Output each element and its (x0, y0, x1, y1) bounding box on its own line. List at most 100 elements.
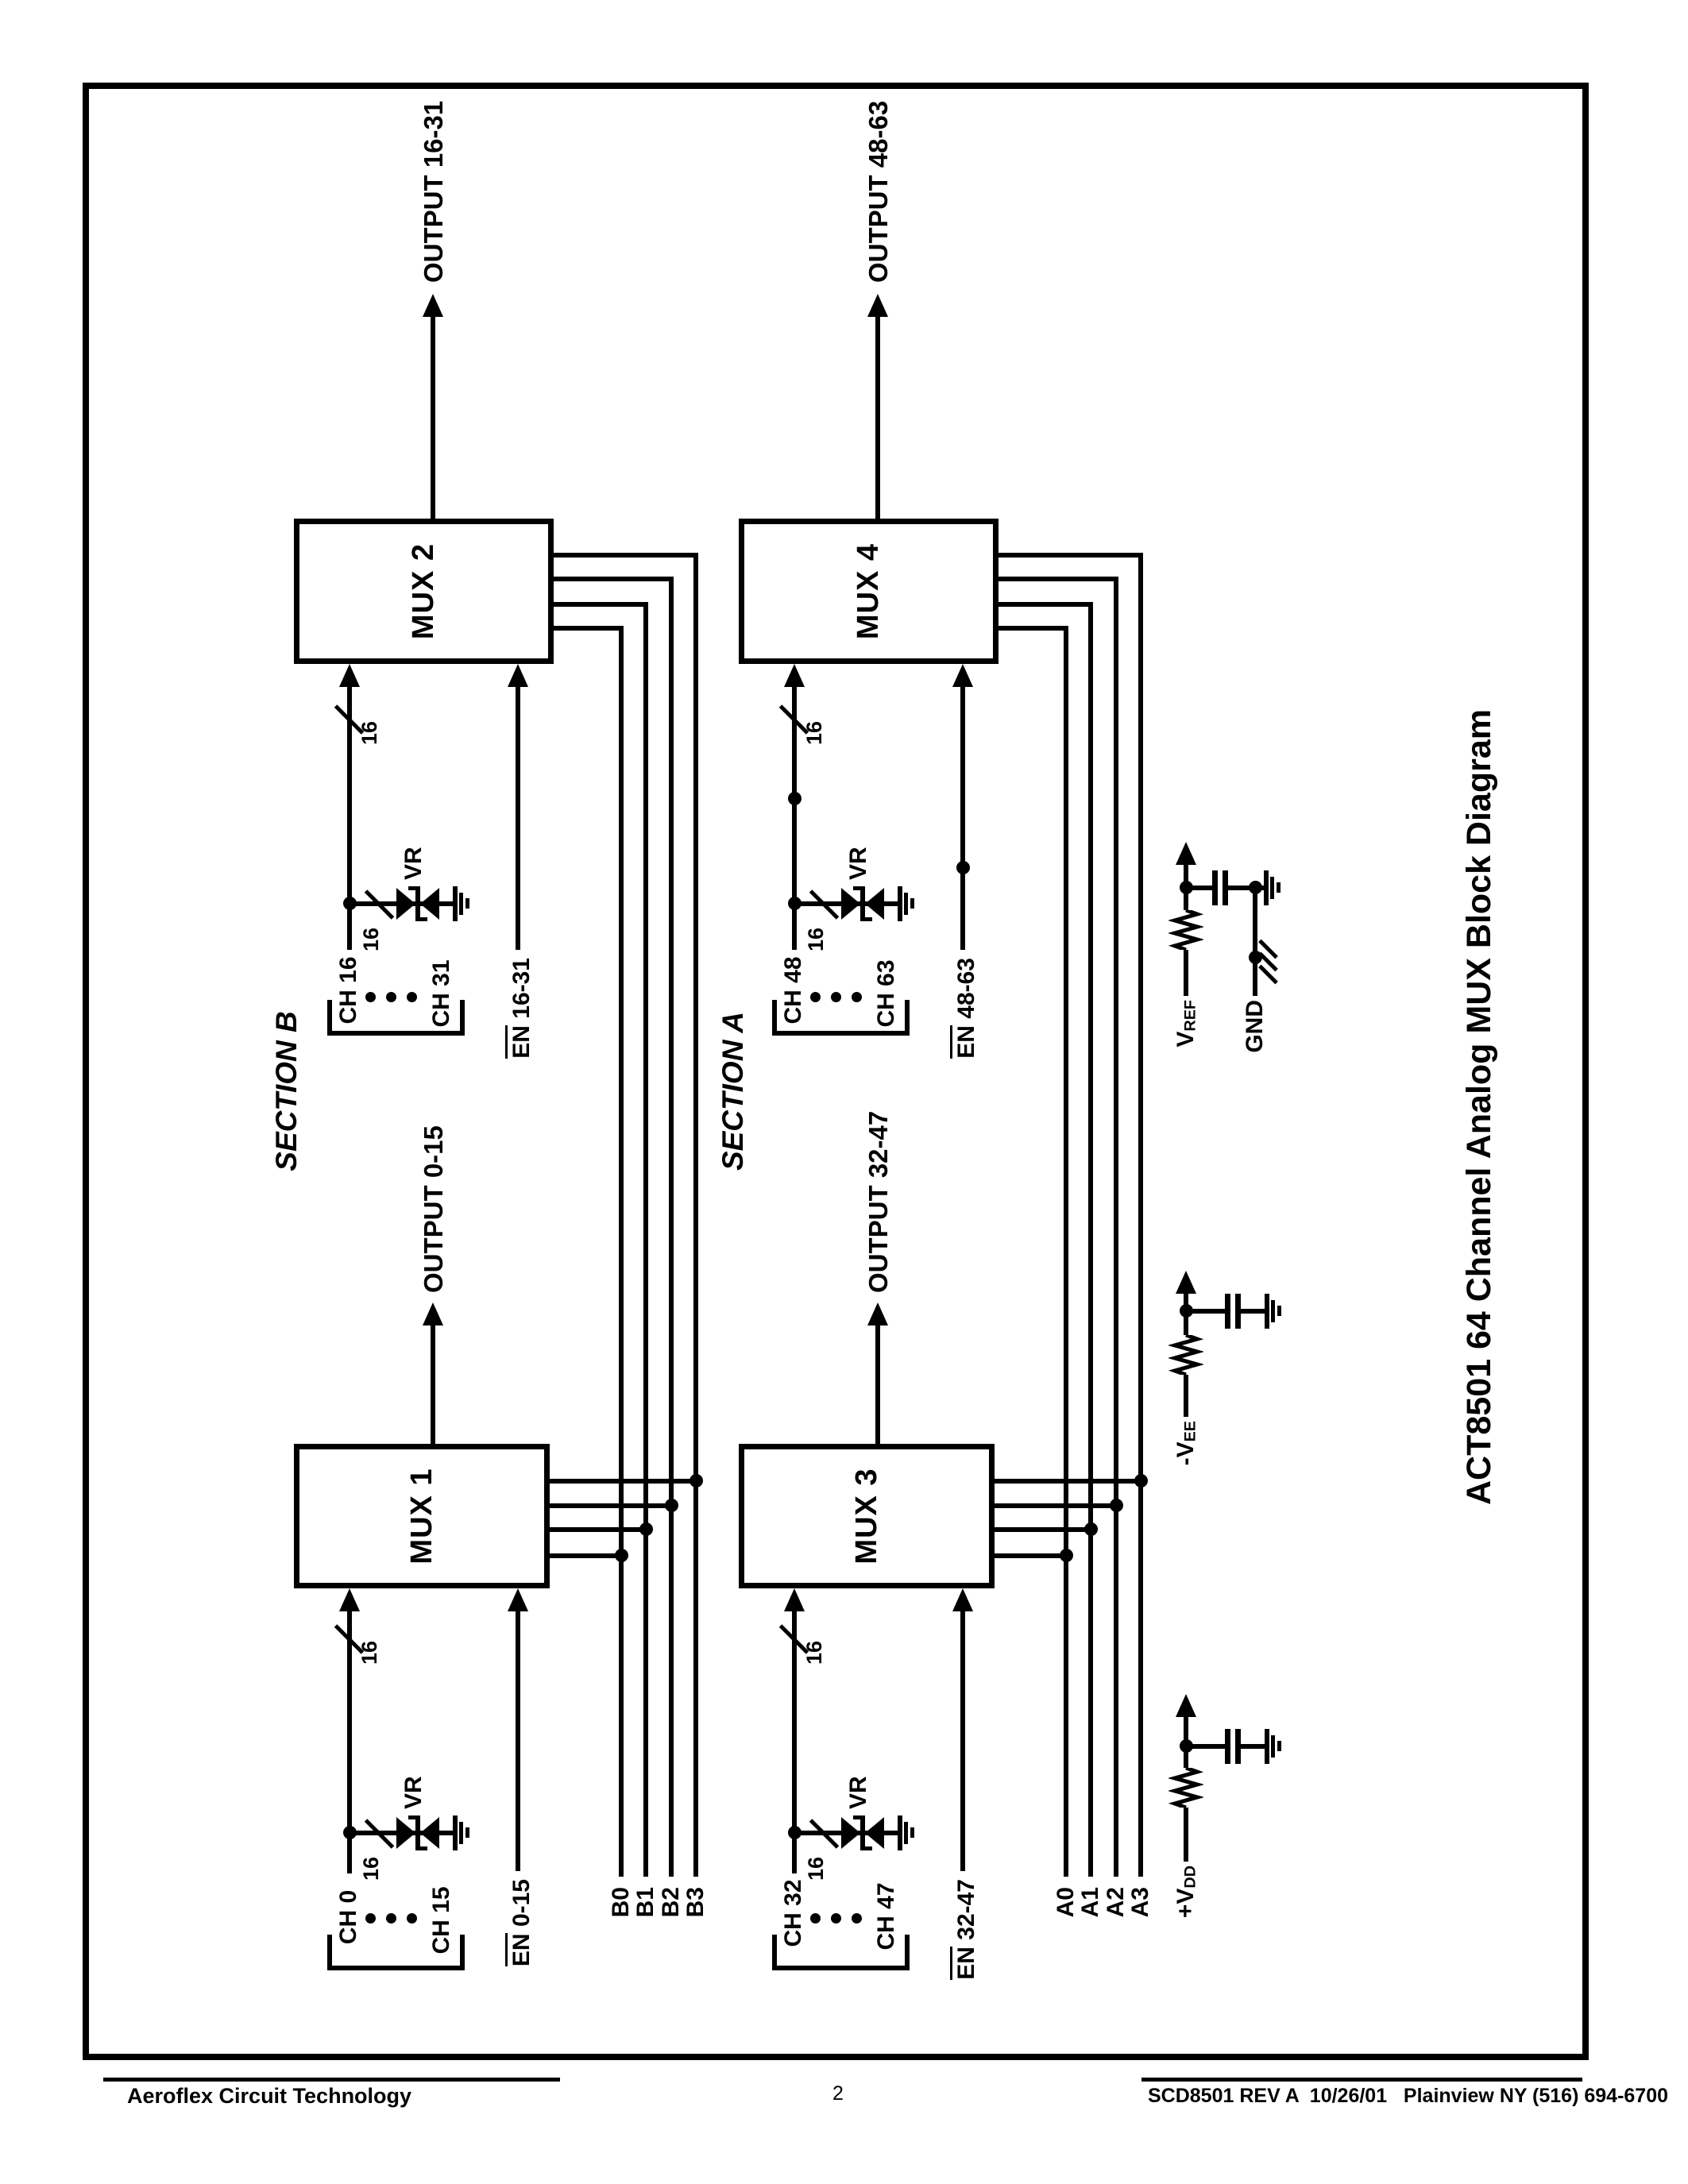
mux1-box: MUX 1 (294, 1444, 550, 1588)
b3-riser (554, 553, 698, 558)
junction-dot (689, 1474, 703, 1488)
a1-line (1088, 602, 1093, 1877)
ch0-label: CH 0 (335, 1889, 361, 1945)
ground-icon (1264, 870, 1269, 905)
vr-diode-icon (396, 1815, 439, 1850)
ground-bar (459, 893, 463, 915)
bus-width-label: 16 (804, 927, 828, 951)
capacitor-icon (1225, 1294, 1230, 1329)
ch47-label: CH 47 (873, 1882, 899, 1951)
resistor-icon (1168, 910, 1203, 950)
vdd-cap-branch (1186, 1744, 1225, 1749)
mux2-box: MUX 2 (294, 519, 554, 664)
page-border-frame (83, 83, 1589, 2060)
b2-label: B2 (658, 1887, 684, 1918)
arrowhead-icon (508, 1588, 528, 1611)
vr-diode-icon (396, 886, 439, 921)
mux3-select-stub (991, 1553, 1068, 1558)
ground-icon (1265, 1294, 1269, 1329)
ground-bar (1277, 1306, 1281, 1316)
ch63-label: CH 63 (873, 959, 899, 1028)
ground-bar (904, 893, 908, 915)
vee-label: -VEE (1172, 1421, 1199, 1466)
vdd-label: +VDD (1172, 1866, 1199, 1919)
ch32-47-bracket-arm-bottom (905, 1935, 910, 1970)
bus-width-label: 16 (802, 720, 826, 745)
ground-bar (1270, 877, 1274, 899)
arrowhead-icon (867, 294, 888, 317)
a3-label: A3 (1127, 1887, 1153, 1918)
arrowhead-icon (952, 664, 973, 687)
a3-riser (999, 553, 1143, 558)
en48-63-label: EN 48-63 (950, 958, 980, 1077)
en-overline: EN (950, 1947, 979, 1980)
vr-label: VR (400, 1776, 427, 1809)
output0-15-line (431, 1325, 435, 1445)
junction-dot (1060, 1549, 1073, 1562)
ellipsis-dot (831, 1913, 841, 1924)
vr-label: VR (845, 847, 871, 880)
mux3-select-stub (991, 1479, 1143, 1484)
ellipsis-dot (407, 1913, 417, 1924)
ellipsis-dot (810, 1913, 821, 1924)
ground-bar (459, 1822, 463, 1844)
ground-icon (898, 886, 902, 921)
a3-line (1138, 553, 1143, 1877)
gnd-label: GND (1242, 1000, 1268, 1053)
footer-company: Aeroflex Circuit Technology (127, 2084, 412, 2108)
junction-dot (956, 861, 970, 874)
output32-47-line (875, 1325, 880, 1445)
mux3-box: MUX 3 (739, 1444, 995, 1588)
b2-line (669, 577, 674, 1877)
b1-label: B1 (632, 1887, 659, 1918)
arrowhead-icon (1176, 1271, 1196, 1294)
ch48-63-bracket-arm-top (772, 1000, 777, 1036)
vref-line (1184, 950, 1188, 996)
a0-riser (999, 626, 1068, 631)
arrowhead-icon (784, 1588, 805, 1611)
vee-cap-branch (1186, 1309, 1225, 1314)
en-overline: EN (505, 1025, 535, 1059)
footer-doc-info: SCD8501 REV A 10/26/01 Plainview NY (516… (1148, 2085, 1669, 2107)
output48-63-label: OUTPUT 48-63 (863, 100, 893, 283)
b3-label: B3 (682, 1887, 709, 1918)
gnd-line (1253, 888, 1257, 996)
arrowhead-icon (339, 664, 360, 687)
bus-width-label: 16 (802, 1640, 826, 1665)
b1-riser (554, 602, 648, 607)
vee-cap-branch (1241, 1309, 1265, 1314)
ellipsis-dot (365, 992, 376, 1002)
mux2-label: MUX 2 (407, 542, 440, 640)
ch32-label: CH 32 (780, 1879, 806, 1947)
ellipsis-dot (407, 992, 417, 1002)
junction-dot (665, 1499, 678, 1512)
bus-width-label: 16 (357, 720, 381, 745)
ground-icon (453, 1815, 458, 1850)
ground-bar (904, 1822, 908, 1844)
output0-15-label: OUTPUT 0-15 (419, 1125, 448, 1293)
section-a-label: SECTION A (717, 1011, 749, 1171)
junction-dot (788, 792, 802, 805)
bus-width-label: 16 (357, 1640, 381, 1665)
ch0-15-bracket (327, 1966, 465, 1970)
vdd-cap-branch (1241, 1744, 1265, 1749)
a2-riser (999, 577, 1118, 581)
vref-cap-branch (1186, 886, 1212, 890)
ch16-31-bus-line (347, 687, 352, 950)
ground-icon (898, 1815, 902, 1850)
mux1-select-stub (547, 1527, 648, 1532)
ground-bar (1277, 882, 1280, 893)
ground-bar (1271, 1735, 1275, 1758)
section-b-label: SECTION B (270, 1011, 303, 1171)
en-overline: EN (950, 1025, 979, 1059)
mux3-select-stub (991, 1527, 1093, 1532)
ground-icon (453, 886, 458, 921)
arrowhead-icon (423, 294, 443, 317)
vr-diode-icon (841, 886, 884, 921)
arrowhead-icon (1176, 842, 1196, 865)
capacitor-icon (1212, 870, 1218, 905)
junction-dot (1134, 1474, 1148, 1488)
capacitor-plate (1235, 1294, 1241, 1329)
junction-dot (1084, 1522, 1098, 1536)
